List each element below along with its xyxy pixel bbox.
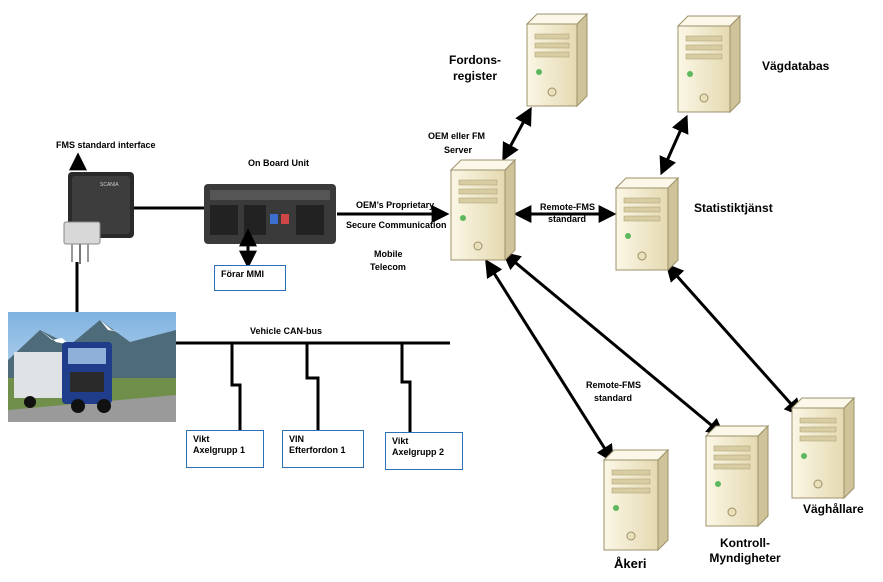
sensor-box-line1: Vikt <box>392 436 409 446</box>
sensor-box-vikt-axelgrupp-2: Vikt Axelgrupp 2 <box>385 432 463 470</box>
vagdatabas-server-icon <box>676 14 742 114</box>
fordonsregister-label-1: Fordons- <box>449 53 501 67</box>
forar-mmi-label: Förar MMI <box>221 269 265 279</box>
akeri-server-icon <box>602 448 670 552</box>
statistiktjanst-server-icon <box>614 176 680 272</box>
remote-fms-top-label-1: Remote-FMS <box>540 202 596 212</box>
akeri-label: Åkeri <box>614 556 647 571</box>
truck-photo <box>8 312 176 422</box>
vehicle-can-bus <box>176 341 450 432</box>
statistiktjanst-label: Statistiktjänst <box>694 201 773 215</box>
sensor-box-line2: Axelgrupp 1 <box>193 444 246 455</box>
remote-fms-mid-label-2: standard <box>594 393 633 403</box>
sensor-box-line2: Axelgrupp 2 <box>392 446 445 457</box>
vaghallare-label: Väghållare <box>803 502 864 516</box>
fms-interface-device: SCANIA <box>63 152 134 264</box>
remote-fms-mid-label-1: Remote-FMS <box>586 380 642 390</box>
sensor-box-line2: Efterfordon 1 <box>289 444 346 455</box>
communication-arrows <box>485 106 803 464</box>
kontroll-server-icon <box>704 424 770 528</box>
vaghallare-server-icon <box>790 396 856 500</box>
oem-server-label-2: Server <box>444 145 473 155</box>
oem-proprietary-label-1: OEM’s Proprietary <box>356 200 435 210</box>
fordonsregister-label-2: register <box>453 69 498 83</box>
mobile-telecom-label-1: Mobile <box>374 249 403 259</box>
fms-interface-label: FMS standard interface <box>56 140 156 150</box>
vehicle-can-bus-label: Vehicle CAN-bus <box>250 326 323 336</box>
svg-text:SCANIA: SCANIA <box>100 182 119 188</box>
on-board-unit-device <box>204 184 336 269</box>
mobile-telecom-label-2: Telecom <box>370 262 406 272</box>
sensor-box-vin-efterfordon-1: VIN Efterfordon 1 <box>282 430 364 468</box>
fordonsregister-server-icon <box>525 12 589 108</box>
sensor-box-line1: VIN <box>289 434 305 444</box>
sensor-box-line1: Vikt <box>193 434 210 444</box>
sensor-box-vikt-axelgrupp-1: Vikt Axelgrupp 1 <box>186 430 264 468</box>
vagdatabas-label: Vägdatabas <box>762 59 830 73</box>
forar-mmi-box: Förar MMI <box>214 265 286 291</box>
kontroll-label-1: Kontroll- <box>720 536 770 550</box>
oem-server-label-1: OEM eller FM <box>428 131 486 141</box>
on-board-unit-label: On Board Unit <box>248 158 309 168</box>
oem-proprietary-label-2: Secure Communication <box>346 220 447 230</box>
oem-fm-server-icon <box>449 158 517 262</box>
remote-fms-top-label-2: standard <box>548 214 587 224</box>
kontroll-label-2: Myndigheter <box>709 551 781 565</box>
